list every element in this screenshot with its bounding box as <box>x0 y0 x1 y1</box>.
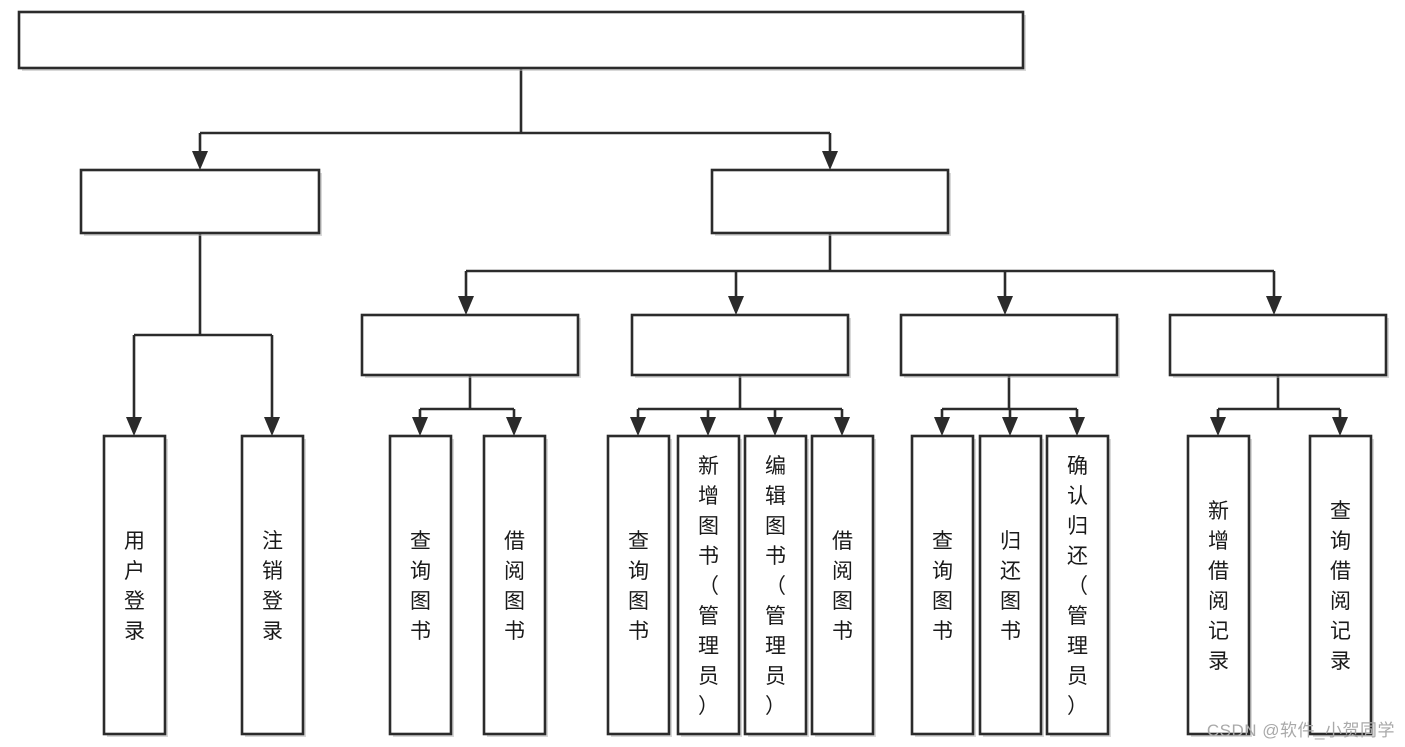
node-label: 查询图书 <box>628 530 649 643</box>
arrow-head-icon <box>1210 417 1226 436</box>
arrow-head-icon <box>506 417 522 436</box>
node-box[interactable] <box>910 434 975 736</box>
arrow-head-icon <box>1332 417 1348 436</box>
node-book-borrow[interactable] <box>630 313 851 378</box>
node-label: 查询借阅记录 <box>1330 500 1351 673</box>
node-box[interactable] <box>606 434 671 736</box>
node-leaf-logout[interactable]: 注销登录 <box>240 434 306 737</box>
node-current-borrow[interactable] <box>899 313 1120 378</box>
node-label: 查询图书 <box>932 530 953 643</box>
arrow-head-icon <box>700 417 716 436</box>
node-label: 新增借阅记录 <box>1208 500 1229 673</box>
node-label: 用户登录 <box>124 530 145 643</box>
arrow-head-icon <box>126 417 142 436</box>
node-leaf-user-login[interactable]: 用户登录 <box>102 434 168 737</box>
connector-links <box>126 68 1348 436</box>
node-box[interactable] <box>102 434 167 736</box>
node-box[interactable] <box>388 434 453 736</box>
arrow-head-icon <box>192 151 208 170</box>
node-leaf-cb-query-book[interactable]: 查询图书 <box>910 434 976 737</box>
arrow-head-icon <box>458 296 474 315</box>
arrow-head-icon <box>767 417 783 436</box>
arrow-head-icon <box>264 417 280 436</box>
arrow-head-icon <box>1266 296 1282 315</box>
arrow-head-icon <box>934 417 950 436</box>
node-leaf-cb-return-book[interactable]: 归还图书 <box>978 434 1044 737</box>
arrow-head-icon <box>412 417 428 436</box>
node-borrow-record[interactable] <box>1168 313 1389 378</box>
node-label: 借阅图书 <box>832 530 853 643</box>
node-book-manage[interactable] <box>710 168 951 236</box>
node-root-root[interactable] <box>17 10 1026 71</box>
node-label: 归还图书 <box>1000 530 1021 643</box>
node-box[interactable] <box>360 313 580 377</box>
node-box[interactable] <box>79 168 321 235</box>
node-label: 确认归还（管理员） <box>1067 455 1088 718</box>
node-box[interactable] <box>482 434 547 736</box>
node-box[interactable] <box>1186 434 1251 736</box>
arrow-head-icon <box>728 296 744 315</box>
node-box[interactable] <box>810 434 875 736</box>
arrow-head-icon <box>822 151 838 170</box>
node-leaf-bb-add-book[interactable]: 新增图书（管理员） <box>676 434 742 737</box>
node-leaf-rec-query-book[interactable]: 查询图书 <box>388 434 454 737</box>
arrow-head-icon <box>834 417 850 436</box>
arrow-head-icon <box>1069 417 1085 436</box>
node-leaf-bb-borrow-book[interactable]: 借阅图书 <box>810 434 876 737</box>
node-leaf-bb-edit-book[interactable]: 编辑图书（管理员） <box>743 434 809 737</box>
arrow-head-icon <box>1002 417 1018 436</box>
node-box[interactable] <box>1045 434 1110 736</box>
node-box[interactable] <box>899 313 1119 377</box>
node-leaf-rec-borrow-book[interactable]: 借阅图书 <box>482 434 548 737</box>
node-box[interactable] <box>978 434 1043 736</box>
node-leaf-br-query-record[interactable]: 查询借阅记录 <box>1308 434 1374 737</box>
node-box[interactable] <box>710 168 950 235</box>
node-label: 编辑图书（管理员） <box>765 455 786 718</box>
node-leaf-bb-query-book[interactable]: 查询图书 <box>606 434 672 737</box>
node-box[interactable] <box>240 434 305 736</box>
arrow-head-icon <box>997 296 1013 315</box>
node-label: 查询图书 <box>410 530 431 643</box>
arrow-head-icon <box>630 417 646 436</box>
node-label: 新增图书（管理员） <box>698 455 719 718</box>
node-box[interactable] <box>1308 434 1373 736</box>
node-new-book-rec[interactable] <box>360 313 581 378</box>
node-box[interactable] <box>630 313 850 377</box>
node-box[interactable] <box>676 434 741 736</box>
node-label: 注销登录 <box>262 530 283 643</box>
node-box[interactable] <box>17 10 1025 70</box>
node-leaf-br-add-record[interactable]: 新增借阅记录 <box>1186 434 1252 737</box>
node-boxes: 用户登录 注销登录 查询图书 借阅图书 查询图书 新增图书（管理员） 编辑图书（管理员） 借阅… <box>17 10 1389 737</box>
node-leaf-cb-confirm-return[interactable]: 确认归还（管理员） <box>1045 434 1111 737</box>
node-user-login[interactable] <box>79 168 322 236</box>
node-box[interactable] <box>1168 313 1388 377</box>
node-box[interactable] <box>743 434 808 736</box>
node-label: 借阅图书 <box>504 530 525 643</box>
